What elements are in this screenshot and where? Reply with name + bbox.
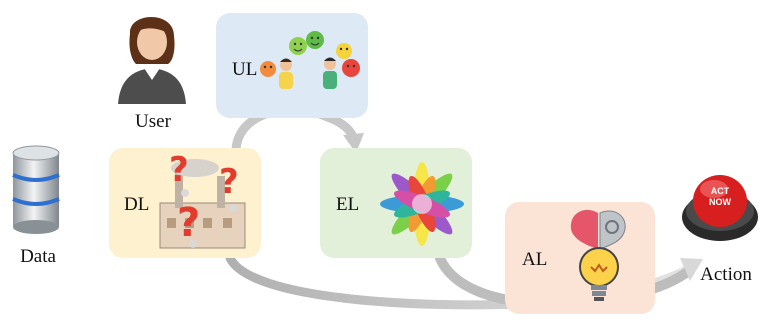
emoji-feedback-icon <box>260 31 360 89</box>
factory-question-icon: ? ? ? <box>159 150 246 249</box>
user-avatar-icon <box>118 17 186 104</box>
database-icon <box>12 145 60 234</box>
svg-text:?: ? <box>177 200 200 246</box>
al-label: AL <box>522 249 548 270</box>
arrow-head-action <box>680 258 703 281</box>
dl-label: DL <box>124 194 150 215</box>
svg-text:?: ? <box>219 162 239 202</box>
el-label: EL <box>336 194 360 215</box>
user-caption: User <box>135 111 171 132</box>
data-caption: Data <box>20 246 56 267</box>
act-now-text-line2: NOW <box>709 197 732 207</box>
arrow-head-el <box>343 133 364 153</box>
brain-bulb-icon <box>570 209 626 301</box>
ul-label: UL <box>232 59 258 80</box>
act-now-text-line1: ACT <box>711 186 730 196</box>
emotion-wheel-icon <box>380 162 464 246</box>
act-now-button-icon: ACT NOW <box>682 175 758 241</box>
svg-text:?: ? <box>169 150 189 190</box>
action-caption: Action <box>700 264 752 285</box>
